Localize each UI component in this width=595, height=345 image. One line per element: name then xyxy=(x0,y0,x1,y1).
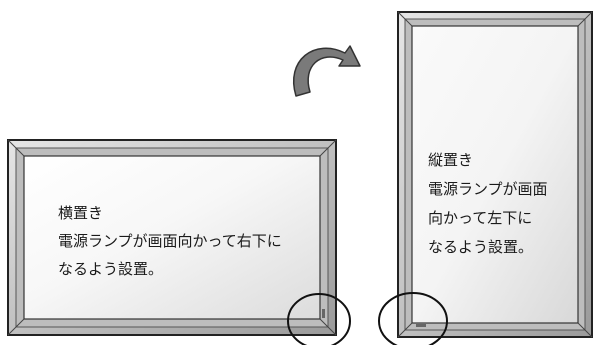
power-lamp-icon xyxy=(416,324,426,327)
power-lamp-highlight-circle xyxy=(287,293,351,345)
landscape-line-1: 電源ランプが画面向かって右下に xyxy=(58,232,282,250)
portrait-display xyxy=(378,11,593,345)
landscape-caption: 横置き 電源ランプが画面向かって右下に なるよう設置。 xyxy=(58,199,282,283)
landscape-line-2: なるよう設置。 xyxy=(58,260,164,278)
portrait-line-3: なるよう設置。 xyxy=(428,238,534,256)
portrait-heading: 縦置き xyxy=(428,151,474,169)
power-lamp-icon xyxy=(322,309,325,318)
portrait-line-1: 電源ランプが画面 xyxy=(428,180,548,198)
landscape-heading: 横置き xyxy=(58,204,104,222)
landscape-display xyxy=(7,139,351,345)
portrait-caption: 縦置き 電源ランプが画面 向かって左下に なるよう設置。 xyxy=(428,146,548,262)
rotate-clockwise-arrow-icon xyxy=(293,45,361,97)
portrait-line-2: 向かって左下に xyxy=(428,209,533,227)
power-lamp-highlight-circle xyxy=(378,292,448,345)
